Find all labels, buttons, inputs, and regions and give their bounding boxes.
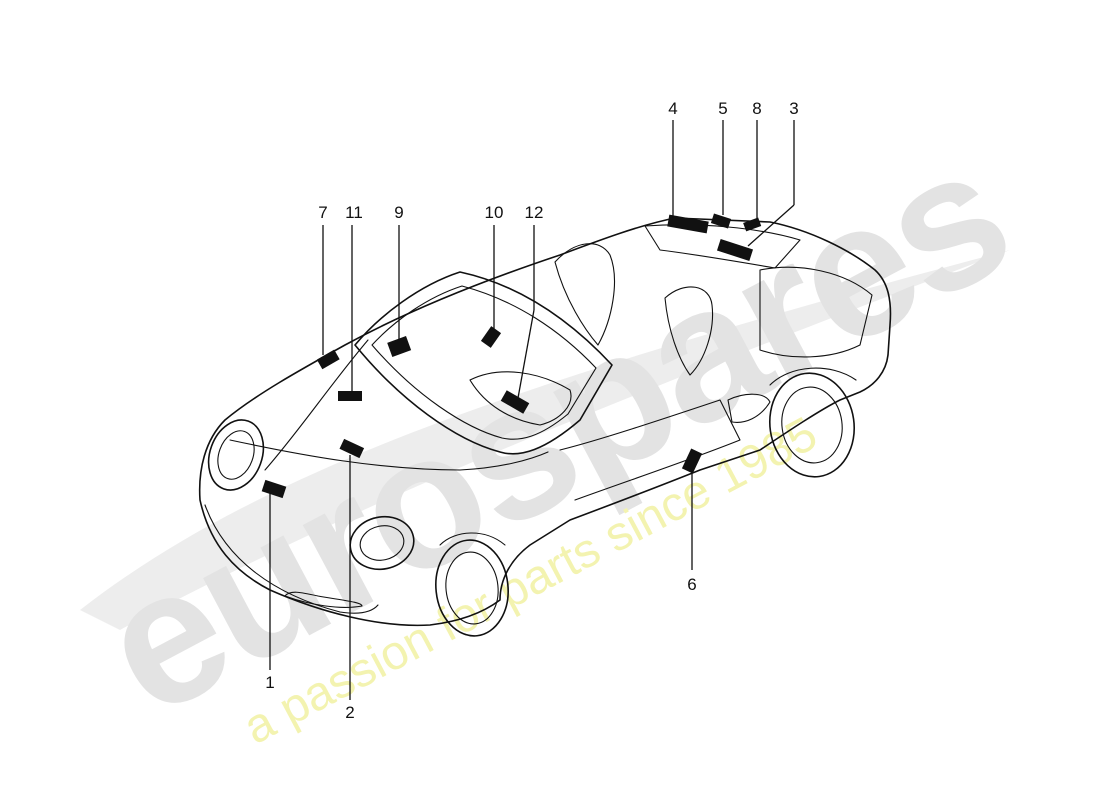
driver-seat [554, 243, 616, 346]
label-patch-8 [743, 217, 762, 232]
leader-12b [517, 309, 535, 399]
windshield-frame [354, 271, 613, 455]
hood-center-line [264, 339, 369, 471]
label-patch-1 [261, 479, 287, 499]
passenger-seat [664, 286, 714, 376]
callout-4: 4 [668, 99, 677, 118]
label-patch-5 [710, 213, 732, 229]
leader-lines [269, 120, 795, 700]
label-patch-7 [316, 349, 340, 370]
hood-line [229, 439, 549, 471]
label-patch-10 [480, 326, 502, 348]
callout-6: 6 [687, 575, 696, 594]
windshield-glass [371, 285, 597, 440]
callout-numbers: 1 2 3 4 5 6 7 8 9 10 11 12 [265, 99, 798, 722]
callout-11: 11 [345, 203, 363, 222]
callout-10: 10 [485, 203, 504, 222]
callout-3: 3 [789, 99, 798, 118]
label-patch-11 [338, 391, 362, 401]
callout-9: 9 [394, 203, 403, 222]
label-patch-4 [667, 214, 709, 234]
right-headlight [349, 515, 415, 571]
callout-1: 1 [265, 673, 274, 692]
front-intake [284, 591, 363, 608]
callout-8: 8 [752, 99, 761, 118]
label-patch-9 [387, 336, 412, 357]
door-line [559, 399, 741, 501]
front-wheel [435, 532, 509, 637]
callout-7: 7 [318, 203, 327, 222]
label-patch-2 [339, 438, 365, 459]
label-patch-6 [681, 448, 703, 474]
trunk-lid [759, 266, 873, 358]
dashboard [469, 371, 572, 426]
left-headlight [207, 419, 265, 491]
label-patches [261, 213, 762, 499]
callout-5: 5 [718, 99, 727, 118]
watermark-swoosh [80, 250, 1010, 630]
label-patch-12 [500, 390, 530, 414]
label-patch-3 [716, 239, 754, 261]
side-intake [727, 393, 771, 423]
leader-3b [747, 204, 795, 247]
callout-2: 2 [345, 703, 354, 722]
callout-12: 12 [525, 203, 544, 222]
rear-wheel [768, 367, 857, 478]
